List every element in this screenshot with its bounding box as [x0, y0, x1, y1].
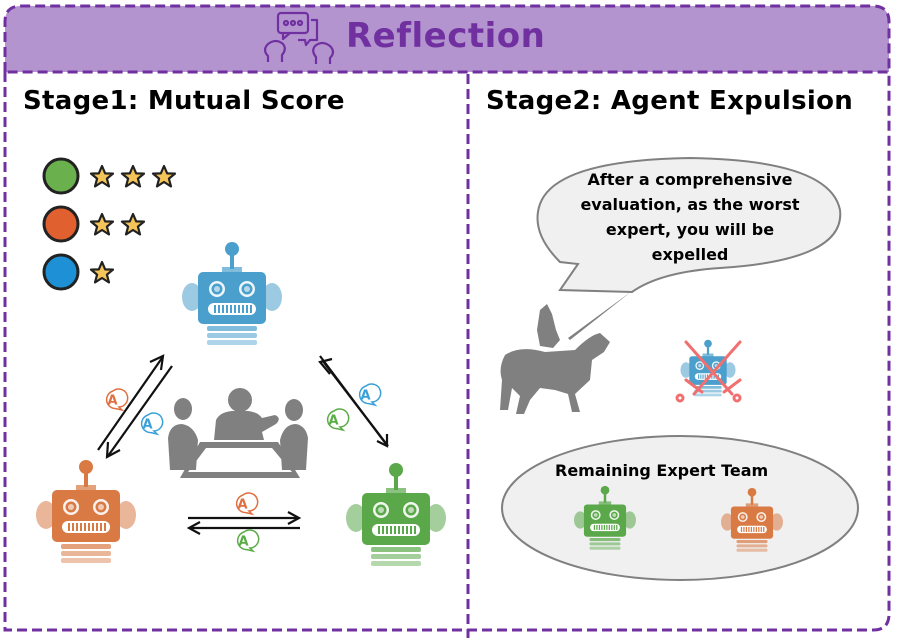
speech-line: expelled	[651, 245, 729, 264]
score-legend	[42, 157, 177, 291]
arrow-blue-to-green	[319, 355, 387, 445]
arrow-blue-to-orange	[107, 365, 173, 457]
page-title: Reflection	[346, 16, 546, 56]
answer-badge-green	[237, 530, 259, 551]
legend-green-agent	[42, 157, 177, 195]
answer-badge-orange	[236, 493, 258, 514]
star-icon	[89, 260, 115, 284]
stage1-title: Stage1: Mutual Score	[23, 86, 345, 116]
legend-blue-agent	[42, 253, 115, 291]
star-icon	[89, 164, 115, 188]
remaining-team-ellipse	[501, 435, 859, 581]
arrow-orange-to-blue	[97, 357, 163, 451]
header-band	[3, 4, 891, 74]
speech-line: evaluation, as the worst	[580, 195, 800, 214]
answer-badge-green	[327, 409, 349, 430]
knight-on-horse-icon	[500, 291, 632, 414]
star-icon	[120, 164, 146, 188]
discussion-heads-icon	[263, 11, 335, 64]
orange-robot	[36, 460, 136, 563]
speech-bubble	[536, 156, 842, 294]
star-icon	[120, 212, 146, 236]
meeting-table-icon	[168, 388, 308, 478]
speech-line: After a comprehensive	[587, 170, 793, 189]
speech-bubble-text: After a comprehensive evaluation, as the…	[550, 167, 830, 267]
green-robot	[346, 463, 446, 566]
outer-frame	[3, 72, 891, 632]
answer-badge-blue	[359, 384, 381, 405]
star-icon	[151, 164, 177, 188]
remaining-team-label: Remaining Expert Team	[555, 461, 769, 480]
blue-robot	[182, 242, 282, 345]
legend-orange-agent	[42, 205, 146, 243]
speech-line: expert, you will be	[605, 220, 775, 239]
crossed-swords-icon	[675, 340, 742, 403]
stage2-title: Stage2: Agent Expulsion	[486, 86, 854, 116]
answer-badge-blue	[141, 413, 163, 434]
exchange-arrows	[97, 354, 389, 535]
star-icon	[89, 212, 115, 236]
answer-badge-orange	[106, 389, 128, 410]
